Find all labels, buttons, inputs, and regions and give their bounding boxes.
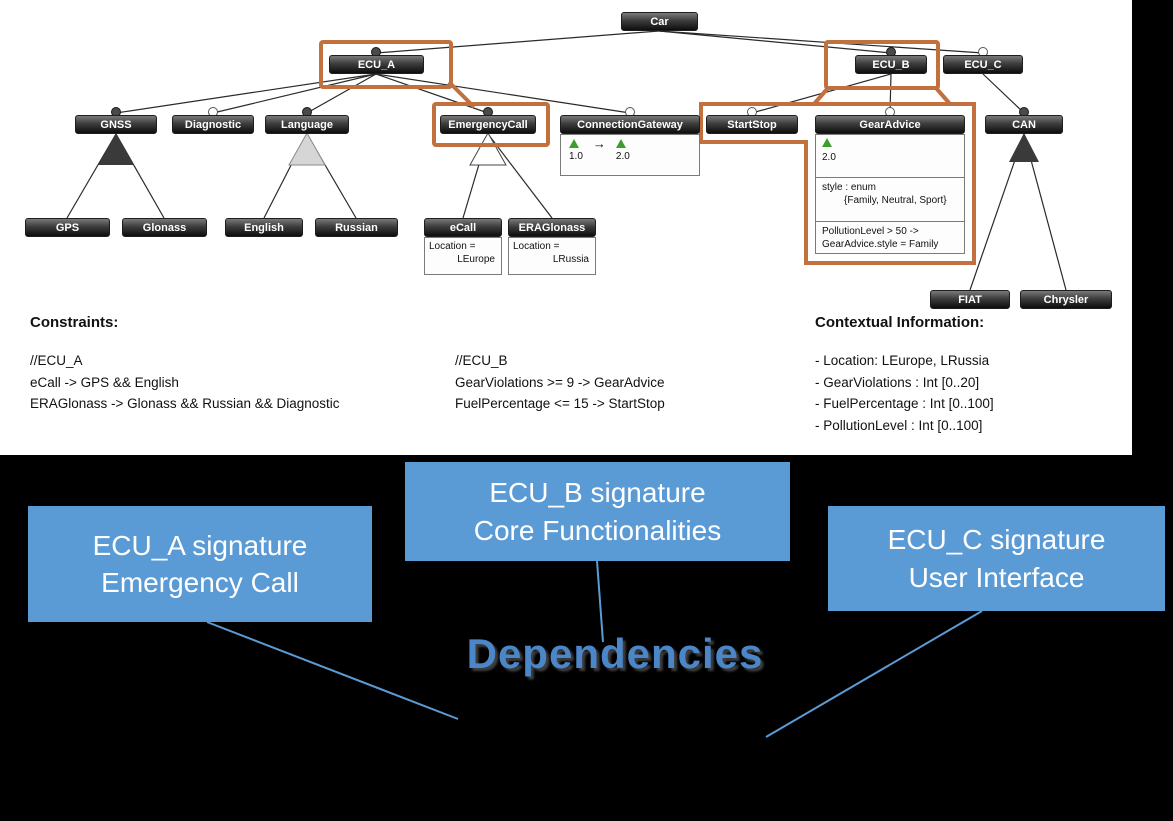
can-group-wedge [1009,133,1039,162]
node-gear-advice: GearAdvice [815,115,965,134]
constraint-header: //ECU_B [455,353,508,368]
callout-line: ECU_B signature [489,477,706,509]
arrow-right-icon: → [592,136,606,151]
node-car: Car [621,12,698,31]
node-ecu-a: ECU_A [329,55,424,74]
version-to-label: 2.0 [615,151,630,162]
callout-line: ECU_C signature [887,524,1106,556]
node-ecu-b: ECU_B [855,55,927,74]
callout-line: Emergency Call [101,567,299,598]
location-value: LRussia [552,254,589,265]
gear-advice-rule-section: PollutionLevel > 50 -> GearAdvice.style … [816,221,964,254]
node-era-glonass: ERAGlonass [508,218,596,237]
callout-ecu-a: ECU_A signature Emergency Call [28,506,372,622]
location-value: LEurope [457,254,495,265]
style-enum-title: style : enum [822,182,876,193]
version-migration: 1.0 → 2.0 [561,135,699,163]
ecu-b-highlight [699,40,976,265]
gear-advice-attribute-box: 2.0 style : enum {Family, Neutral, Sport… [815,134,965,254]
version-triangle-icon [822,138,832,147]
rule-line: PollutionLevel > 50 -> [822,226,919,237]
gear-advice-version-label: 2.0 [822,152,836,163]
constraint-line: ERAGlonass -> Glonass && Russian && Diag… [30,396,340,411]
location-label: Location = [513,241,560,252]
constraints-ecu-b-block: //ECU_B GearViolations >= 9 -> GearAdvic… [455,350,665,415]
version-from: 1.0 [569,139,583,163]
node-glonass: Glonass [122,218,207,237]
contextual-info-block: - Location: LEurope, LRussia - GearViola… [815,350,994,436]
rule-line: GearAdvice.style = Family [822,239,939,250]
ecall-attribute-box: Location = LEurope [424,237,502,275]
constraint-header: //ECU_A [30,353,83,368]
constraint-line: GearViolations >= 9 -> GearAdvice [455,374,665,390]
version-from-label: 1.0 [569,151,583,162]
era-glonass-attribute-box: Location = LRussia [508,237,596,275]
language-group-wedge [288,131,326,166]
node-ecall: eCall [424,218,502,237]
callout-line: Core Functionalities [473,514,722,546]
contextual-line: - Location: LEurope, LRussia [815,353,990,368]
constraint-line: FuelPercentage <= 15 -> StartStop [455,396,665,411]
node-diagnostic: Diagnostic [172,115,254,134]
node-start-stop: StartStop [706,115,798,134]
style-enum-values: {Family, Neutral, Sport} [844,195,947,206]
node-emergency-call: EmergencyCall [440,115,536,134]
mandatory-circles [111,47,1029,117]
contextual-line: - GearViolations : Int [0..20] [815,374,980,390]
contextual-line: - PollutionLevel : Int [0..100] [815,417,983,433]
node-can: CAN [985,115,1063,134]
node-english: English [225,218,303,237]
emergencycall-group-wedge [469,131,507,166]
callout-ecu-c: ECU_C signature User Interface [828,506,1165,611]
node-ecu-c: ECU_C [943,55,1023,74]
version-to: 2.0 [615,139,630,163]
tree-edges [66,30,1067,291]
callout-connectors [206,560,983,738]
callout-line: User Interface [908,561,1085,593]
gear-advice-style-section: style : enum {Family, Neutral, Sport} [816,177,964,221]
constraint-line: eCall -> GPS && English [30,374,179,390]
node-fiat: FIAT [930,290,1010,309]
version-triangle-icon [615,139,626,148]
contextual-info-title: Contextual Information: [815,314,985,331]
node-connection-gateway: ConnectionGateway [560,115,700,134]
callout-ecu-b: ECU_B signature Core Functionalities [405,462,790,561]
connection-gateway-version-box: 1.0 → 2.0 [560,134,700,176]
node-chrysler: Chrysler [1020,290,1112,309]
constraints-title: Constraints: [30,314,119,331]
node-gps: GPS [25,218,110,237]
gnss-group-wedge [98,133,134,165]
callout-line: ECU_A signature [92,529,308,561]
node-russian: Russian [315,218,398,237]
tree-edges-layer [66,30,1067,291]
constraints-ecu-a-block: //ECU_A eCall -> GPS && English ERAGlona… [30,350,340,415]
node-gnss: GNSS [75,115,157,134]
feature-model-panel: Car ECU_A ECU_B ECU_C GNSS Diagnostic La… [0,0,1132,455]
gear-advice-version-section: 2.0 [816,135,964,177]
node-language: Language [265,115,349,134]
dependencies-label: Dependencies [466,630,764,677]
location-label: Location = [429,241,476,252]
version-triangle-icon [569,139,579,148]
optional-circles [208,47,988,117]
contextual-line: - FuelPercentage : Int [0..100] [815,396,994,411]
ecu-a-highlight [319,40,550,147]
